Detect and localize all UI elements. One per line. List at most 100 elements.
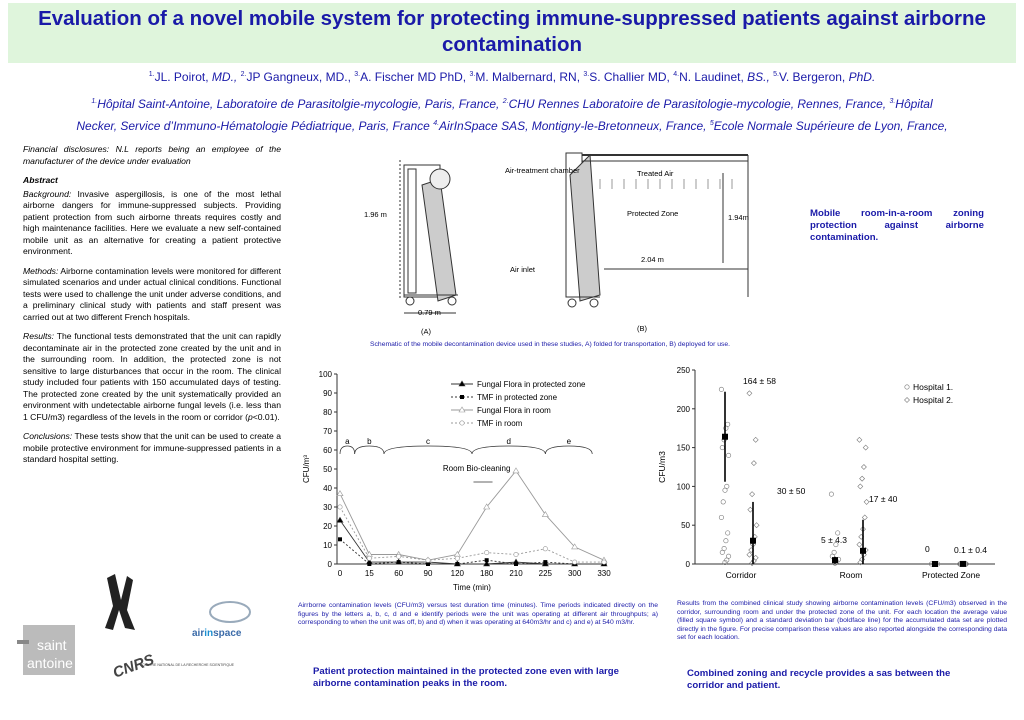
chart1-caption: Airrborne contamination levels (CFU/m3) … [298, 602, 658, 627]
phase-label: c [426, 437, 430, 446]
data-point [541, 511, 549, 517]
x-tick-label: 90 [424, 569, 433, 578]
data-point [601, 559, 607, 565]
y-axis-label: CFU/m3 [657, 451, 667, 483]
chart2-takeaway: Combined zoning and recycle provides a s… [687, 668, 951, 691]
phase-brace [339, 445, 356, 455]
series-line [339, 470, 605, 561]
legend-label: Fungal Flora in protected zone [477, 380, 586, 389]
data-point [455, 562, 460, 566]
schematic-side-note: Mobile room-in-a-room zoning protection … [810, 208, 984, 243]
results-paragraph: Results: The functional tests demonstrat… [23, 331, 281, 422]
air-inlet-label: Air inlet [510, 265, 536, 274]
data-point [753, 522, 760, 529]
author-sup: 3. [354, 71, 361, 78]
data-point [833, 542, 839, 548]
data-point [453, 550, 461, 557]
x-tick-label: 330 [597, 569, 611, 578]
airinspace-logo: airinspace [192, 601, 251, 639]
data-point [859, 475, 866, 482]
phase-brace [544, 445, 593, 455]
legend-marker [904, 384, 910, 390]
data-point [572, 559, 578, 565]
x-tick-label: Room [840, 570, 863, 580]
abstract-column: Financial disclosures: N.L reports being… [23, 144, 281, 474]
treated-air-label: Treated Air [637, 169, 674, 178]
svg-text:airinspace: airinspace [192, 628, 242, 639]
data-point [396, 553, 402, 559]
y-tick-label: 10 [323, 541, 332, 550]
data-point [366, 555, 372, 561]
data-point [543, 560, 548, 565]
chart1-takeaway: Patient protection maintained in the pro… [313, 666, 619, 689]
data-point [719, 445, 725, 451]
data-point [746, 390, 753, 397]
logos: saint antoine airinspace CNRS CENTRE NAT… [17, 574, 251, 682]
author-line: 1.JL. Poirot, MD., 2.JP Gangneux, MD., 3… [0, 67, 1024, 85]
data-point [726, 452, 732, 458]
phase-label: d [506, 437, 510, 446]
x-tick-label: 210 [509, 569, 523, 578]
data-point [856, 436, 863, 443]
chart2-caption: Results from the combined clinical study… [677, 600, 1007, 642]
data-point [336, 516, 344, 523]
data-point [367, 562, 372, 566]
phase-label: e [567, 437, 572, 446]
y-tick-label: 100 [677, 482, 691, 491]
mean-label: 5 ± 4.3 [821, 535, 847, 545]
y-axis-label: CFU/m³ [302, 455, 311, 483]
author-sup: 1. [148, 71, 155, 78]
data-point [484, 550, 490, 556]
data-point [860, 464, 867, 470]
data-point [723, 425, 729, 431]
data-point [571, 543, 579, 550]
airflow-arrows [599, 179, 733, 189]
mean-label: 30 ± 50 [777, 486, 806, 496]
data-point [750, 460, 757, 467]
disclosure: Financial disclosures: N.L reports being… [23, 144, 281, 166]
legend-marker [459, 420, 465, 426]
x-tick-label: 0 [338, 569, 343, 578]
data-point [718, 386, 724, 392]
y-tick-label: 80 [323, 408, 332, 417]
poster-title: Evaluation of a novel mobile system for … [38, 7, 986, 56]
y-tick-label: 20 [323, 522, 332, 531]
author-sup: 3. [469, 71, 476, 78]
data-point [722, 487, 728, 493]
protected-zone-label: Protected Zone [627, 209, 678, 218]
deployed-unit-drawing [565, 152, 749, 308]
width-a-label: 0.79 m [418, 308, 441, 317]
legend-label: Fungal Flora in room [477, 406, 551, 415]
x-tick-label: 15 [365, 569, 374, 578]
author-name: N. Laudinet, [679, 70, 748, 84]
mean-marker [860, 547, 866, 554]
author-degree: BS., [747, 70, 774, 84]
data-point [857, 559, 864, 566]
phase-brace [383, 445, 473, 455]
author-name: JL. Poirot, [154, 70, 212, 84]
mean-label: 17 ± 40 [869, 494, 898, 504]
series-line [339, 520, 604, 565]
phase-brace [354, 445, 385, 455]
legend-marker [460, 395, 464, 399]
legend-marker [458, 380, 466, 387]
data-point [720, 499, 726, 505]
y-tick-label: 100 [319, 370, 333, 379]
data-point [746, 551, 753, 558]
author-degree: PhD. [848, 70, 876, 84]
data-point [862, 444, 869, 451]
mean-marker [932, 561, 938, 567]
data-point [722, 559, 728, 565]
x-axis-label: Time (min) [453, 583, 491, 592]
label-a: (A) [421, 327, 432, 336]
series-line [339, 538, 604, 565]
data-point [863, 498, 870, 505]
data-point [426, 562, 430, 566]
affiliation-line-1: 1.Hôpital Saint-Antoine, Laboratoire de … [91, 97, 933, 111]
mean-label: 0.1 ± 0.4 [954, 545, 987, 555]
background-paragraph: Background: Invasive aspergillosis, is o… [23, 188, 281, 257]
data-point [337, 504, 343, 510]
phase-label: a [345, 437, 350, 446]
